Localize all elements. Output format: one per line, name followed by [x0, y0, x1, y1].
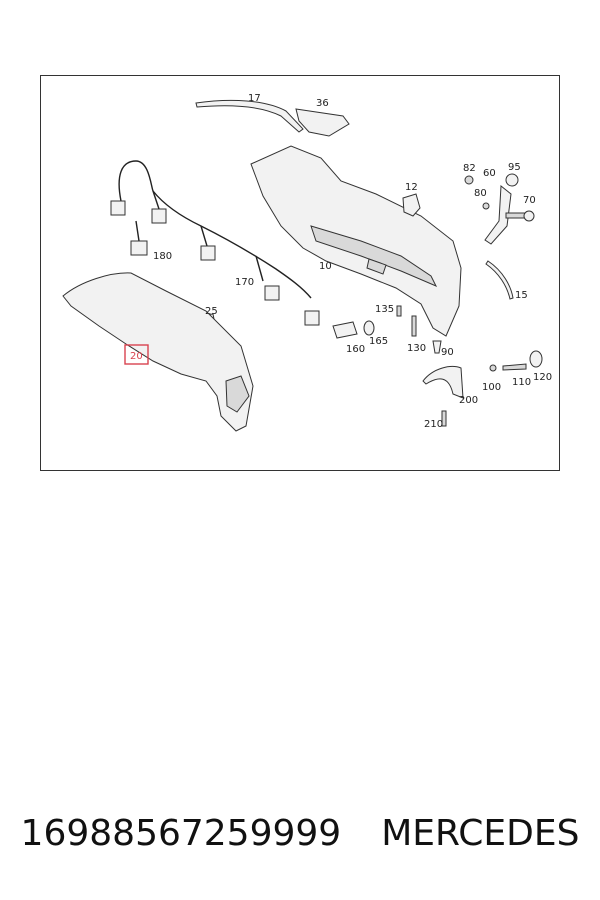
diagram-frame: 17 36 82 60 95 12 80 70 180 10 170 15 25…	[40, 75, 560, 471]
callout-12: 12	[405, 182, 418, 193]
callout-120: 120	[533, 372, 552, 383]
part-17-trim-strip	[195, 99, 304, 133]
callout-36: 36	[316, 98, 329, 109]
callout-20-highlight-box	[124, 344, 149, 365]
caption: 16988567259999 MERCEDES	[0, 808, 600, 858]
part-80-rivet	[482, 202, 490, 210]
callout-110: 110	[512, 377, 531, 388]
part-70-bolt-head	[523, 210, 535, 222]
callout-210: 210	[424, 419, 443, 430]
callout-160: 160	[346, 344, 365, 355]
callout-95: 95	[508, 162, 521, 173]
part-165-ring	[363, 320, 375, 336]
callout-90: 90	[441, 347, 454, 358]
callout-180: 180	[153, 251, 172, 262]
connector-e	[264, 285, 280, 301]
callout-60: 60	[483, 168, 496, 179]
part-135-screw	[396, 305, 402, 317]
part-60-bracket	[484, 185, 512, 245]
connector-c	[130, 240, 148, 256]
callout-130: 130	[407, 343, 426, 354]
part-160-sensor	[332, 321, 358, 339]
wiring-harness	[118, 160, 312, 299]
part-90-clip	[432, 340, 442, 354]
callout-165: 165	[369, 336, 388, 347]
connector-b	[151, 208, 167, 224]
part-number: 16988567259999	[20, 812, 342, 854]
callout-15: 15	[515, 290, 528, 301]
wiring-branch-2	[200, 225, 208, 247]
callout-17: 17	[248, 93, 261, 104]
part-20-diffuser-fin	[225, 375, 250, 413]
callout-100: 100	[482, 382, 501, 393]
connector-a	[110, 200, 126, 216]
part-20-diffuser	[62, 272, 254, 432]
part-36-cover	[295, 108, 350, 137]
wiring-branch-3	[255, 255, 264, 282]
part-110-bolt	[502, 363, 527, 371]
callout-170: 170	[235, 277, 254, 288]
part-95-nut	[505, 173, 519, 187]
brand-name: MERCEDES	[381, 812, 580, 854]
wiring-branch-1	[152, 190, 160, 210]
connector-f	[304, 310, 320, 326]
callout-10: 10	[319, 261, 332, 272]
part-10-bumper-recess	[366, 258, 387, 275]
part-10-bumper-detail	[310, 225, 438, 287]
connector-d	[200, 245, 216, 261]
part-120-ring	[529, 350, 543, 368]
wiring-branch-5	[135, 220, 140, 242]
part-200-bracket	[422, 366, 464, 399]
part-100-rivet	[489, 364, 497, 372]
part-12-bracket	[402, 193, 421, 217]
callout-82: 82	[463, 163, 476, 174]
callout-200: 200	[459, 395, 478, 406]
parts-diagram: 17 36 82 60 95 12 80 70 180 10 170 15 25…	[62, 93, 552, 432]
callout-70: 70	[523, 195, 536, 206]
callout-20: 20	[130, 351, 143, 362]
part-15-side-strip	[485, 260, 514, 300]
callout-80: 80	[474, 188, 487, 199]
part-130-bolt	[411, 315, 417, 337]
part-82-clip	[464, 175, 474, 185]
part-70-bolt	[505, 212, 527, 219]
callout-135: 135	[375, 304, 394, 315]
callout-25: 25	[205, 306, 218, 317]
part-210-bolt	[441, 410, 447, 427]
